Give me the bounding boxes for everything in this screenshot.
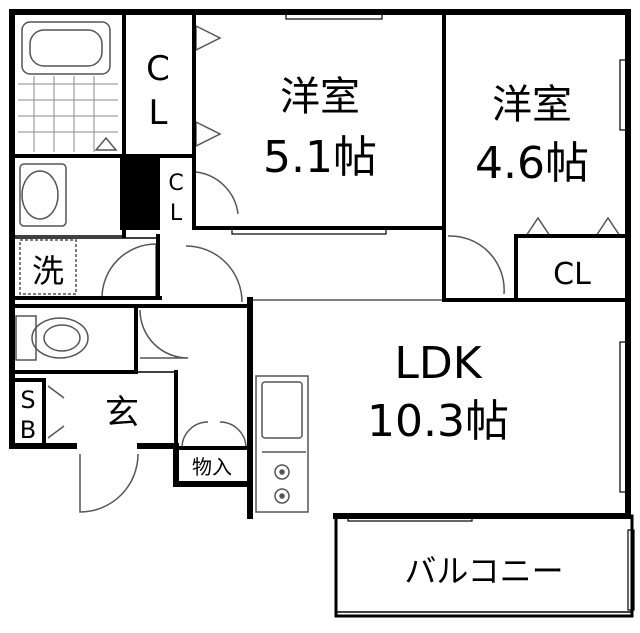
walls: [9, 9, 634, 618]
shoebox-label: S: [20, 386, 35, 414]
closet-door-mark: [195, 24, 222, 52]
door-swing: [447, 235, 505, 295]
room-size: 4.6帖: [475, 138, 589, 189]
door-swing: [139, 309, 189, 359]
closet-label: L: [170, 201, 183, 226]
shoebox-label: B: [20, 416, 36, 444]
wash-basin: [21, 170, 59, 220]
door-swing: [101, 243, 157, 299]
labels: 洋室 5.1帖 洋室 4.6帖 LDK 10.3帖 C L C L CL 洗 玄…: [20, 49, 591, 590]
toilet-tank: [15, 315, 37, 361]
toilet-bowl: [31, 317, 89, 359]
closet-door-mark: [524, 216, 552, 237]
washroom-label: 洗: [32, 252, 64, 290]
balcony-outline: [334, 514, 634, 618]
door-swing: [181, 421, 209, 449]
bathroom-tile-grid: [18, 76, 118, 152]
balcony-label: バルコニー: [404, 552, 563, 590]
washer-pan: [19, 239, 77, 295]
door-swing: [219, 421, 247, 449]
room-name: 洋室: [280, 74, 360, 120]
storage-label: 物入: [192, 455, 232, 479]
room-size: 5.1帖: [263, 132, 377, 183]
room-name: LDK: [394, 338, 482, 389]
kitchen-sink: [261, 381, 303, 439]
entrance-label: 玄: [105, 393, 139, 433]
closet-label: CL: [553, 257, 591, 292]
stove-burner: [274, 464, 290, 480]
bathtub-inner: [29, 29, 103, 67]
stove-burner-center: [279, 493, 285, 499]
pipe-shaft: [120, 158, 160, 230]
kitchen-counter: [255, 375, 309, 513]
toilet-seat: [43, 324, 81, 352]
door-swing: [195, 171, 239, 215]
fixtures: [15, 21, 309, 513]
closet-label: L: [149, 93, 168, 133]
room-size: 10.3帖: [367, 396, 509, 447]
closet-door-mark: [195, 120, 222, 148]
room-name: 洋室: [492, 82, 572, 128]
entrance-door-swing: [79, 453, 139, 513]
shoebox-door: [47, 385, 65, 439]
closet-label: C: [146, 49, 170, 89]
stove-burner: [274, 488, 290, 504]
door-swing: [185, 245, 243, 303]
bathtub: [21, 21, 111, 75]
stove-burner-center: [279, 469, 285, 475]
wash-basin-counter: [19, 163, 67, 227]
closet-door-mark: [594, 216, 622, 237]
bath-drain: [94, 136, 118, 151]
closet-label: C: [168, 171, 183, 196]
